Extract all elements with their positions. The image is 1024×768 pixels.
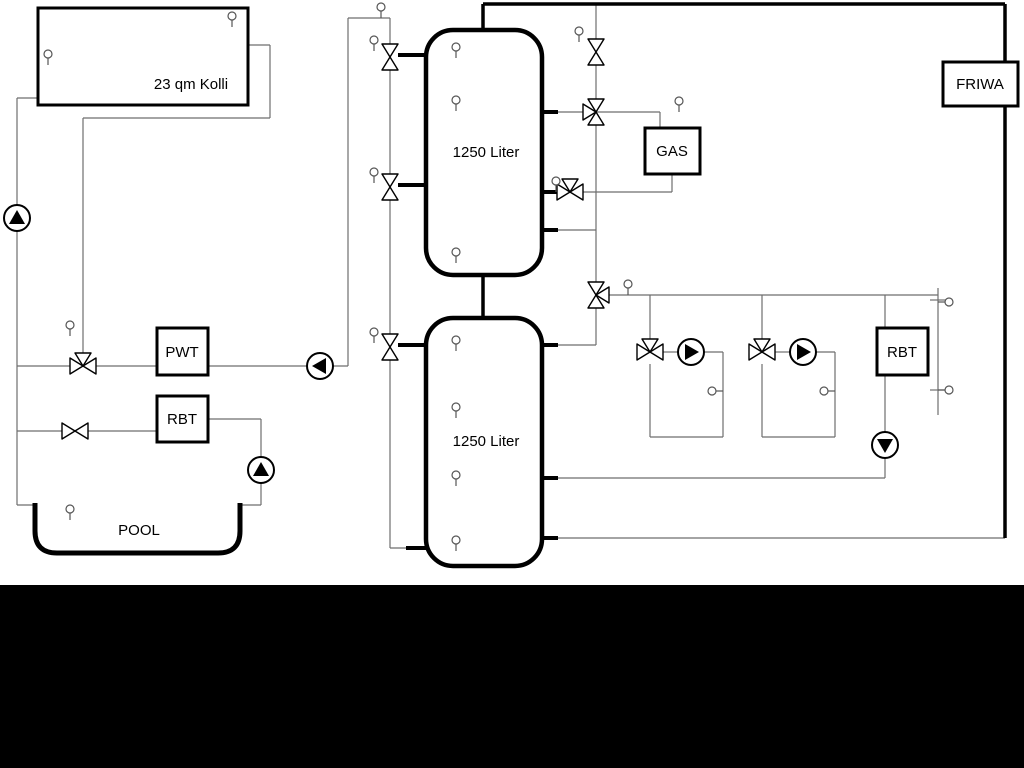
pool: POOL	[32, 503, 243, 556]
rbt-left-label: RBT	[167, 411, 197, 428]
heating-circuit-1-pump-icon	[677, 338, 705, 366]
thin-pipes	[16, 4, 1005, 549]
rbt-pump-icon	[871, 431, 899, 459]
buffer-tank-top: 1250 Liter	[423, 27, 545, 278]
tank-bottom-label: 1250 Liter	[453, 433, 520, 450]
solar-pump-icon	[3, 204, 31, 232]
rbt-left-heat-exchanger: RBT	[155, 394, 210, 444]
friwa-label: FRIWA	[956, 76, 1004, 93]
tank-top-label: 1250 Liter	[453, 144, 520, 161]
pwt-label: PWT	[165, 344, 198, 361]
pwt-pump-icon	[306, 352, 334, 380]
tank-stubs	[398, 53, 558, 550]
pwt-heat-exchanger: PWT	[155, 326, 210, 377]
gas-label: GAS	[656, 143, 688, 160]
pool-pump-icon	[247, 456, 275, 484]
footer-bar	[0, 585, 1024, 768]
gas-boiler: GAS	[643, 126, 702, 176]
buffer-tank-bottom: 1250 Liter	[423, 315, 545, 569]
pool-label: POOL	[118, 522, 160, 539]
heating-circuit-2-pump-icon	[789, 338, 817, 366]
rbt-right-label: RBT	[887, 344, 917, 361]
rbt-right-heat-exchanger: RBT	[875, 326, 930, 377]
collector-label: 23 qm Kolli	[154, 76, 228, 93]
friwa-station: FRIWA	[941, 60, 1020, 108]
main-pipes	[481, 2, 1007, 538]
solar-collector: 23 qm Kolli	[36, 6, 250, 107]
